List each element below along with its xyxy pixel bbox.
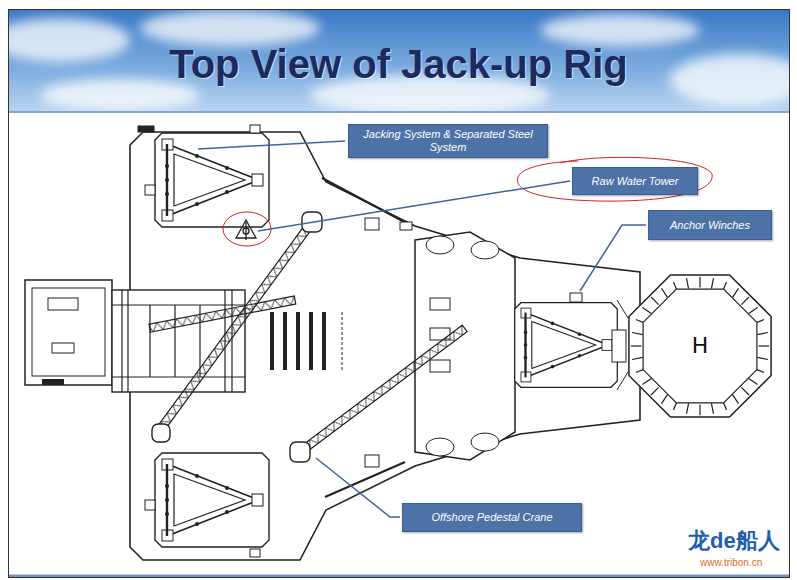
callout-box: Raw Water Tower: [572, 167, 698, 195]
node-text: Raw Water Tower: [592, 175, 679, 188]
slide-title: Top View of Jack-up Rig: [169, 42, 628, 86]
node-text: H: [692, 334, 709, 358]
label-holder: www.tribon.cn: [700, 556, 762, 570]
callout-box: Jacking System & Separated Steel System: [348, 124, 548, 158]
node-text: Jacking System & Separated Steel System: [355, 128, 541, 154]
callout-box: Anchor Winches: [648, 210, 772, 240]
node-text: Offshore Pedestal Crane: [431, 511, 552, 524]
title-bar: Top View of Jack-up Rig: [0, 40, 797, 88]
label-holder: 龙de船人: [688, 528, 780, 554]
callout-box: Offshore Pedestal Crane: [402, 503, 582, 532]
helideck: H: [622, 268, 778, 424]
watermark-url: www.tribon.cn: [700, 557, 762, 568]
node-text: Anchor Winches: [670, 219, 750, 232]
watermark-logo: 龙de船人: [688, 528, 780, 553]
